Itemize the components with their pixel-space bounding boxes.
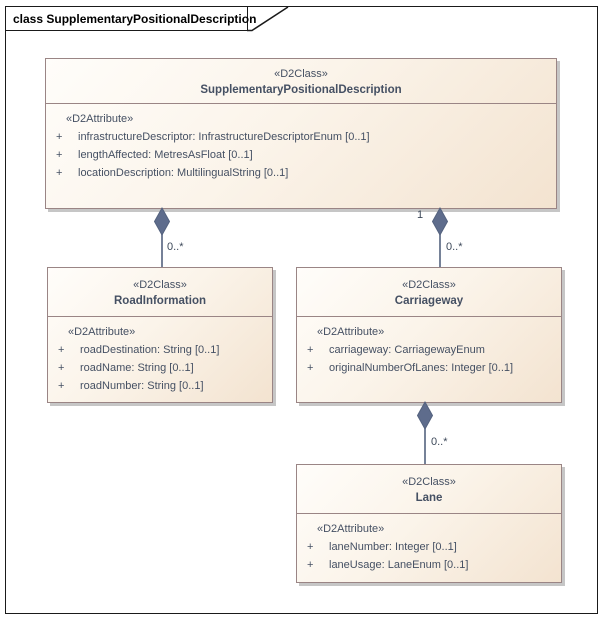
attribute-row[interactable]: + roadNumber: String [0..1] <box>48 377 272 395</box>
visibility-symbol: + <box>58 380 65 392</box>
attribute-row[interactable]: + roadDestination: String [0..1] <box>48 341 272 359</box>
class-lane[interactable]: «D2Class» Lane «D2Attribute» + laneNumber… <box>296 464 562 583</box>
class-stereotype: «D2Class» <box>402 475 456 488</box>
visibility-symbol: + <box>307 559 314 571</box>
attribute-row[interactable]: + carriageway: CarriagewayEnum <box>297 341 561 359</box>
visibility-symbol: + <box>56 149 63 161</box>
class-supplementarypositionaldescription[interactable]: «D2Class» SupplementaryPositionalDescrip… <box>45 58 557 209</box>
class-header: «D2Class» RoadInformation <box>48 268 272 317</box>
attribute-text: roadName: String [0..1] <box>80 362 194 374</box>
attribute-text: originalNumberOfLanes: Integer [0..1] <box>329 362 514 374</box>
class-header: «D2Class» Carriageway <box>297 268 561 317</box>
visibility-symbol: + <box>56 167 63 179</box>
attribute-row[interactable]: + laneUsage: LaneEnum [0..1] <box>297 556 561 574</box>
visibility-symbol: + <box>307 541 314 553</box>
class-carriageway[interactable]: «D2Class» Carriageway «D2Attribute» + car… <box>296 267 562 403</box>
attribute-text: infrastructureDescriptor: Infrastructure… <box>78 131 370 143</box>
attribute-text: laneNumber: Integer [0..1] <box>329 541 457 553</box>
frame-title: class SupplementaryPositionalDescription <box>13 11 257 26</box>
class-name: Lane <box>415 491 443 504</box>
attribute-compartment: «D2Attribute» + infrastructureDescriptor:… <box>46 104 556 182</box>
attribute-text: lengthAffected: MetresAsFloat [0..1] <box>78 149 253 161</box>
visibility-symbol: + <box>58 344 65 356</box>
class-header: «D2Class» Lane <box>297 465 561 514</box>
visibility-symbol: + <box>56 131 63 143</box>
attribute-compartment: «D2Attribute» + carriageway: CarriagewayE… <box>297 317 561 377</box>
attribute-stereotype: «D2Attribute» <box>317 523 385 535</box>
attribute-row[interactable]: + laneNumber: Integer [0..1] <box>297 538 561 556</box>
multiplicity-label: 0..* <box>431 436 448 448</box>
frame-title-tab: class SupplementaryPositionalDescription <box>5 6 256 31</box>
class-stereotype: «D2Class» <box>133 278 187 291</box>
multiplicity-label: 1 <box>417 209 424 221</box>
multiplicity-label: 0..* <box>167 241 184 253</box>
attribute-compartment: «D2Attribute» + laneNumber: Integer [0..1… <box>297 514 561 574</box>
attribute-row[interactable]: + lengthAffected: MetresAsFloat [0..1] <box>46 146 556 164</box>
visibility-symbol: + <box>58 362 65 374</box>
attribute-text: roadDestination: String [0..1] <box>80 344 220 356</box>
class-name: Carriageway <box>394 294 464 307</box>
class-name: SupplementaryPositionalDescription <box>200 83 402 96</box>
attribute-row[interactable]: + infrastructureDescriptor: Infrastructur… <box>46 128 556 146</box>
attribute-row[interactable]: + originalNumberOfLanes: Integer [0..1] <box>297 359 561 377</box>
attribute-text: locationDescription: MultilingualString … <box>78 167 289 179</box>
attribute-compartment: «D2Attribute» + roadDestination: String [… <box>48 317 272 395</box>
attribute-text: roadNumber: String [0..1] <box>80 380 204 392</box>
class-name: RoadInformation <box>114 294 206 307</box>
diagram-frame <box>5 6 598 614</box>
attribute-row[interactable]: + roadName: String [0..1] <box>48 359 272 377</box>
attribute-stereotype: «D2Attribute» <box>68 326 136 338</box>
class-header: «D2Class» SupplementaryPositionalDescrip… <box>46 59 556 104</box>
attribute-row[interactable]: + locationDescription: MultilingualString… <box>46 164 556 182</box>
attribute-stereotype: «D2Attribute» <box>317 326 385 338</box>
attribute-stereotype: «D2Attribute» <box>66 113 134 125</box>
visibility-symbol: + <box>307 344 314 356</box>
attribute-text: carriageway: CarriagewayEnum <box>329 344 485 356</box>
attribute-text: laneUsage: LaneEnum [0..1] <box>329 559 469 571</box>
class-stereotype: «D2Class» <box>402 278 456 291</box>
class-roadinformation[interactable]: «D2Class» RoadInformation «D2Attribute» … <box>47 267 273 403</box>
class-stereotype: «D2Class» <box>274 67 328 80</box>
visibility-symbol: + <box>307 362 314 374</box>
multiplicity-label: 0..* <box>446 241 463 253</box>
